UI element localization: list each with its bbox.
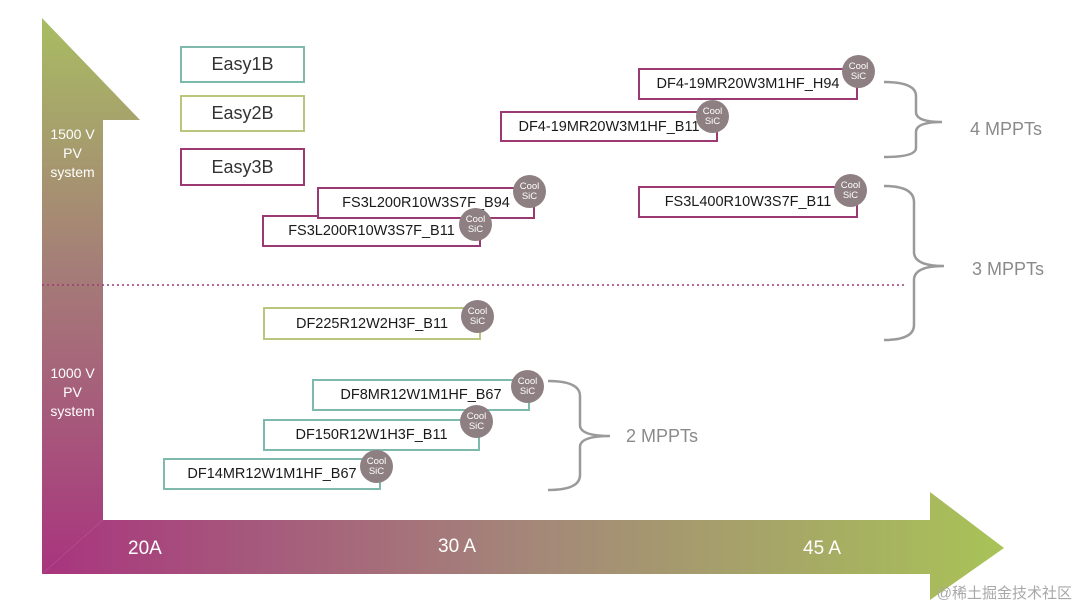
product-df14mr12w1m1hf-b67: DF14MR12W1M1HF_B67	[163, 458, 381, 490]
group-label-3-mppts: 3 MPPTs	[972, 259, 1045, 279]
legend-label: Easy3B	[211, 156, 274, 177]
group-label-4-mppts: 4 MPPTs	[970, 119, 1043, 139]
product-fs3l400r10w3s7f-b11: FS3L400R10W3S7F_B11	[638, 186, 858, 218]
bracket-4-mppts	[883, 80, 943, 159]
product-df4-19mr20w3m1hf-b11: DF4-19MR20W3M1HF_B11	[500, 111, 718, 142]
y-axis-label-1000v: 1000 V PV system	[50, 365, 95, 419]
product-df150r12w1h3f-b11: DF150R12W1H3F_B11	[263, 419, 480, 451]
product-df4-19mr20w3m1hf-h94: DF4-19MR20W3M1HF_H94	[638, 68, 858, 100]
watermark: @稀土掘金技术社区	[936, 585, 1072, 602]
legend-easy3b: Easy3B	[180, 148, 305, 186]
y-axis-label-1500v: 1500 V PV system	[50, 126, 95, 180]
product-df225r12w2h3f-b11: DF225R12W2H3F_B11	[263, 307, 481, 340]
legend-easy2b: Easy2B	[180, 95, 305, 132]
legend-label: Easy2B	[211, 103, 274, 123]
y-axis-arrow	[42, 18, 140, 574]
x-tick-30a: 30 A	[438, 536, 477, 557]
product-fs3l200r10w3s7f-b94: FS3L200R10W3S7F_B94	[317, 187, 535, 219]
legend-label: Easy1B	[211, 54, 274, 74]
legend-easy1b: Easy1B	[180, 46, 305, 83]
x-tick-45a: 45 A	[803, 538, 842, 559]
x-axis-arrow	[42, 492, 1004, 600]
bracket-3-mppts	[883, 184, 945, 342]
group-label-2-mppts: 2 MPPTs	[626, 426, 699, 446]
product-df8mr12w1m1hf-b67: DF8MR12W1M1HF_B67	[312, 379, 530, 411]
x-tick-20a: 20A	[128, 538, 162, 559]
product-fs3l200r10w3s7f-b11: FS3L200R10W3S7F_B11	[262, 215, 481, 247]
bracket-2-mppts	[547, 379, 611, 492]
